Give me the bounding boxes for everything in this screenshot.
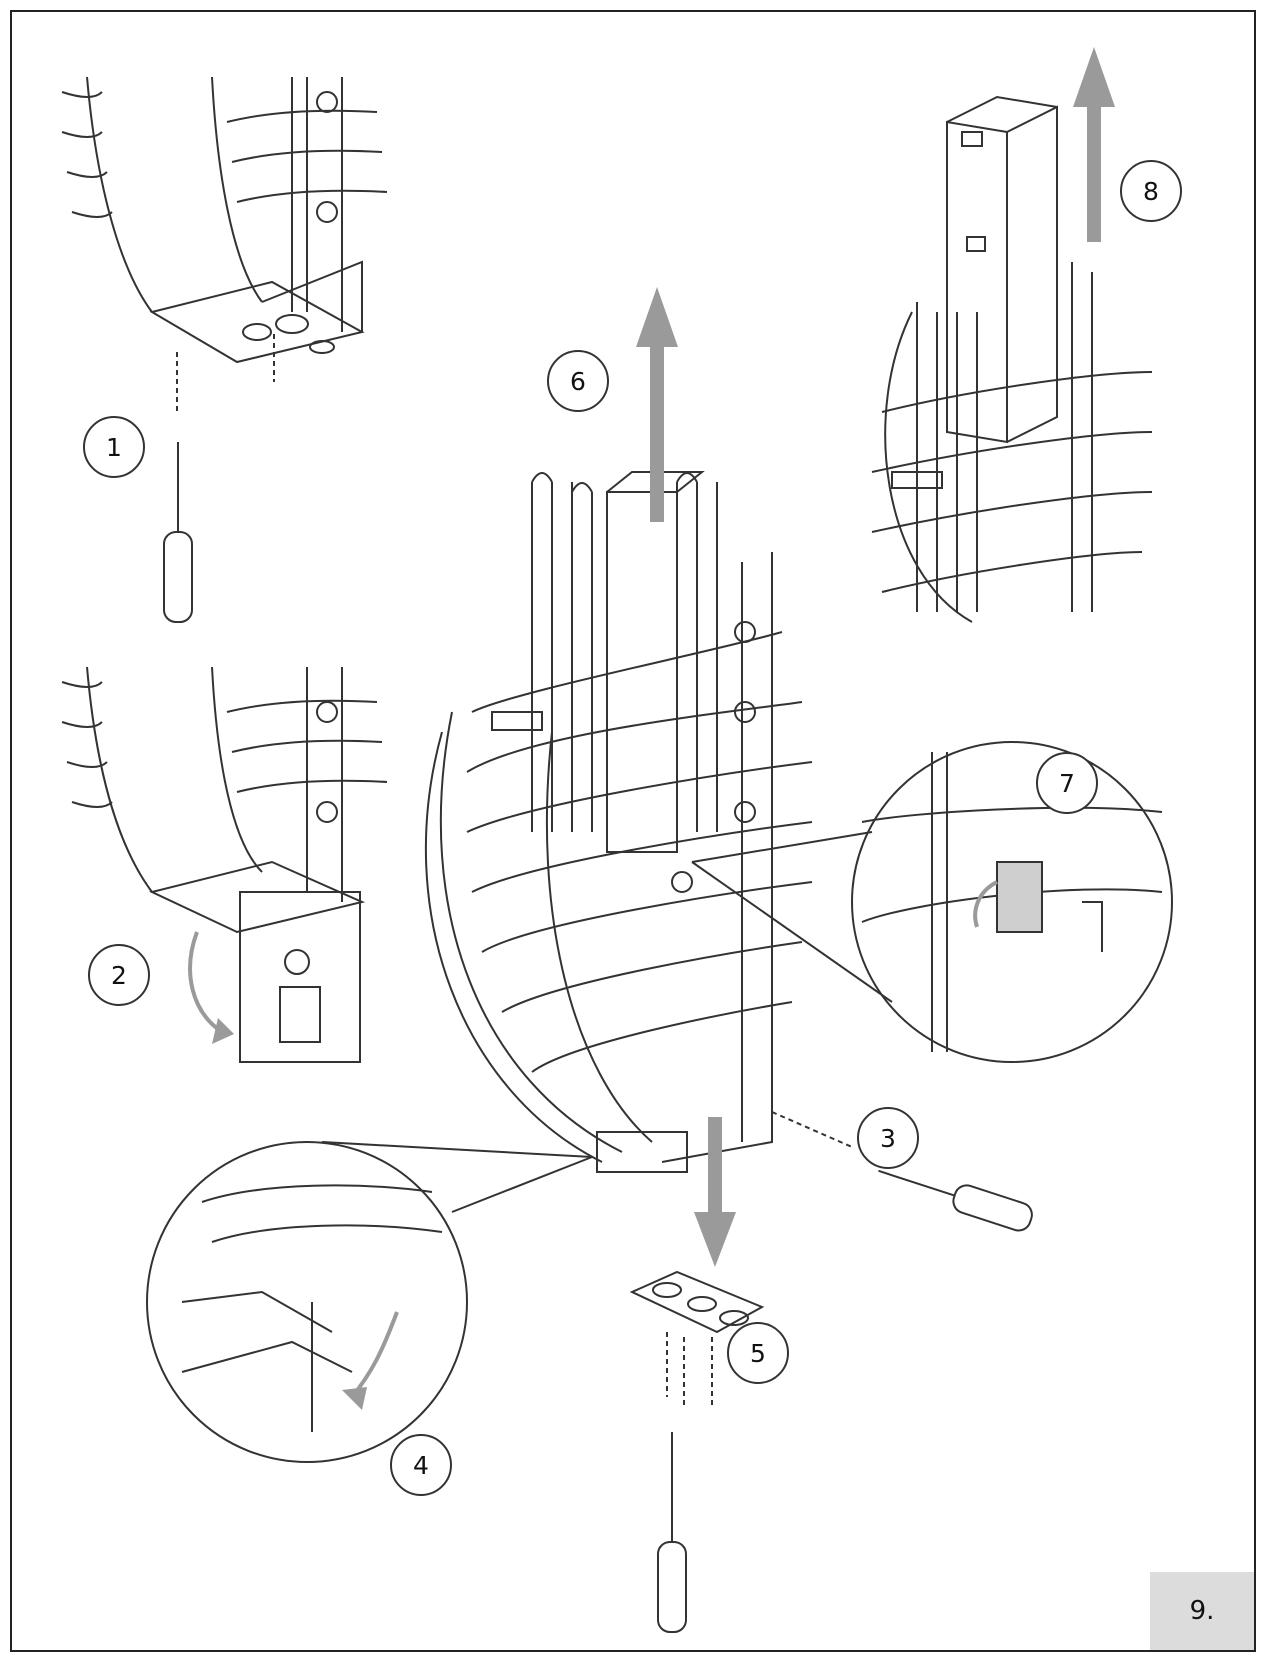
diagram-frame: 1 2 3 4 5 6 7 8 9. <box>10 10 1256 1652</box>
step2-cover-open-view <box>61 666 388 1063</box>
down-arrow <box>694 1117 736 1267</box>
figure-number-badge: 9. <box>1150 1572 1254 1650</box>
step-4-callout: 4 <box>390 1434 452 1496</box>
step1-heater-bottom-view <box>61 76 388 412</box>
rotate-arrow-head <box>342 1387 367 1410</box>
step-8-callout: 8 <box>1120 160 1182 222</box>
main-heater-assembly <box>424 471 813 1173</box>
step-number: 6 <box>570 366 586 396</box>
lift-arrow-8 <box>1073 47 1115 242</box>
step-number: 1 <box>106 432 122 462</box>
step8-inner-housing-view <box>871 95 1153 623</box>
detail-zoom-4 <box>146 1141 593 1463</box>
figure-number: 9. <box>1189 1596 1215 1626</box>
rotate-arrow-head <box>212 1018 234 1044</box>
step-number: 2 <box>111 960 127 990</box>
step-6-callout: 6 <box>547 350 609 412</box>
screwdriver-icon <box>163 442 193 623</box>
rotate-arrow <box>973 880 998 928</box>
screwdriver-icon <box>878 1169 1033 1232</box>
step-number: 5 <box>750 1338 766 1368</box>
step-number: 3 <box>880 1123 896 1153</box>
assembly-illustration <box>61 47 1173 1633</box>
rotate-arrow <box>350 1311 399 1399</box>
terminal-plates <box>629 1270 765 1407</box>
step-number: 7 <box>1059 768 1075 798</box>
step-2-callout: 2 <box>88 944 150 1006</box>
step-5-callout: 5 <box>727 1322 789 1384</box>
detail-zoom-7 <box>691 741 1173 1063</box>
rotate-arrow <box>188 931 224 1034</box>
step-1-callout: 1 <box>83 416 145 478</box>
step-number: 8 <box>1143 176 1159 206</box>
step-7-callout: 7 <box>1036 752 1098 814</box>
screwdriver-icon <box>657 1432 687 1633</box>
lift-arrow-6 <box>636 287 678 522</box>
step-3-callout: 3 <box>857 1107 919 1169</box>
step-number: 4 <box>413 1450 429 1480</box>
